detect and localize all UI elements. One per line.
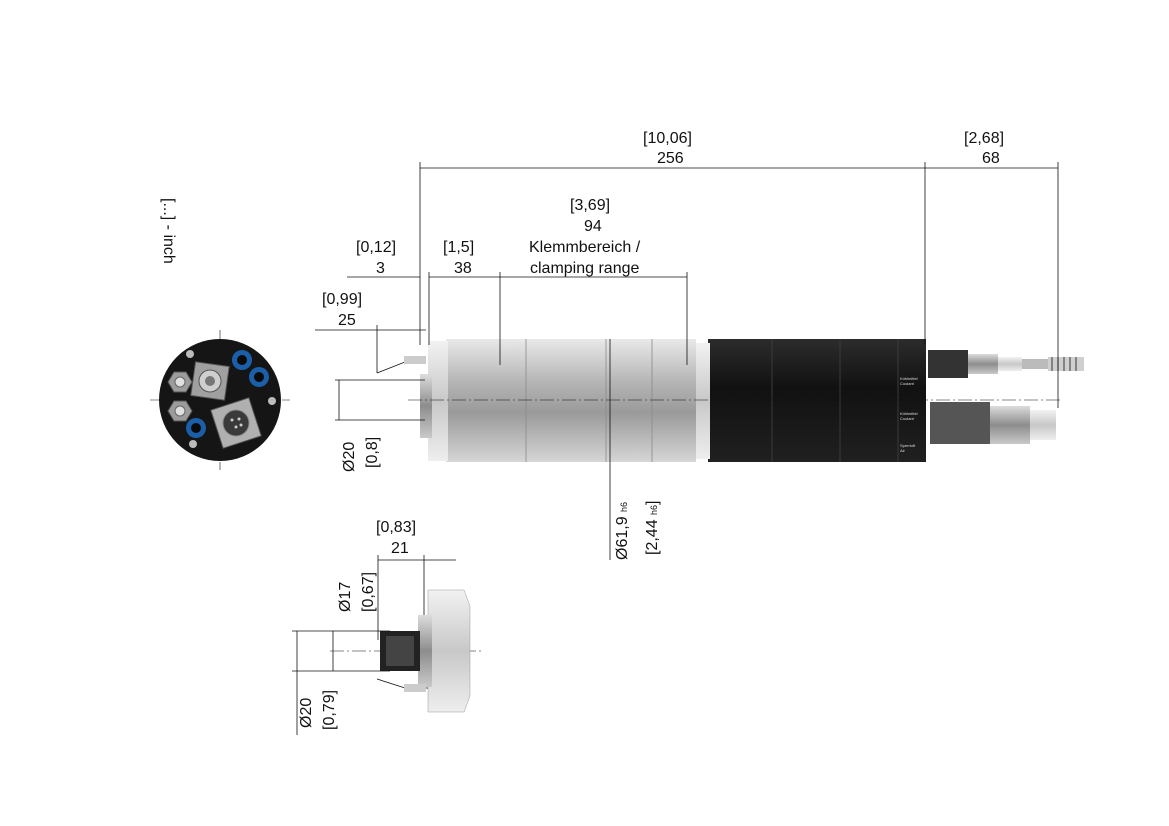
dim-collar-inch: [1,5] (443, 239, 474, 256)
screw-icon (189, 440, 197, 448)
dim-shaft-dia-inch: [0,8] (364, 437, 381, 468)
dim-side-dia-small: Ø17 (337, 582, 354, 612)
detail-flange (427, 589, 471, 713)
spring-icon (1048, 357, 1084, 371)
dim-collar-mm: 38 (454, 260, 472, 277)
front-view (150, 330, 290, 470)
dim-body-dia: Ø61,9 h6 (614, 502, 631, 560)
connector-square-icon (210, 397, 262, 449)
dim-nose-mm: 3 (376, 260, 385, 277)
dim-side-dia-small-inch: [0,67] (360, 572, 377, 612)
coolant-label: Coolant (900, 381, 915, 386)
hex-fitting-icon (167, 371, 193, 393)
dim-side-length-inch: [0,83] (376, 519, 416, 536)
connector-square-icon (190, 361, 230, 401)
dim-shaft-length-mm: 25 (338, 312, 356, 329)
motor-housing (708, 339, 926, 462)
dim-side-length-mm: 21 (391, 540, 409, 557)
clamping-label-en: clamping range (530, 260, 640, 277)
dim-clamping-mm: 94 (584, 218, 602, 235)
connector-body (928, 350, 968, 378)
dim-connector-mm: 68 (982, 150, 1000, 167)
blue-port-icon (249, 367, 269, 387)
dim-nose-inch: [0,12] (356, 239, 396, 256)
dim-body-dia-inch: [2,44 h6] (644, 500, 661, 555)
dim-overall-inch: [10,06] (643, 130, 692, 147)
inch-legend: [...] - inch (160, 198, 177, 264)
hex-fitting-icon (167, 400, 193, 422)
lower-connector (930, 402, 990, 444)
blue-port-icon (232, 350, 252, 370)
clamping-label-de: Klemmbereich / (529, 239, 641, 256)
blue-port-icon (186, 418, 206, 438)
detail-view (292, 555, 482, 735)
sensor-label: Sperrluft (900, 443, 916, 448)
coolant-label: Kühlmittel (900, 411, 918, 416)
sensor-label: Air (900, 448, 906, 453)
dim-clamping-inch: [3,69] (570, 197, 610, 214)
dim-side-dia-large-inch: [0,79] (321, 690, 338, 730)
dimension-lines (315, 162, 1059, 560)
dim-side-dia-large: Ø20 (298, 698, 315, 728)
dim-overall-mm: 256 (657, 150, 684, 167)
dim-shaft-dia: Ø20 (341, 442, 358, 472)
screw-icon (268, 397, 276, 405)
coolant-label: Coolant (900, 416, 915, 421)
side-view: Kühlmittel Coolant Kühlmittel Coolant Sp… (376, 339, 1084, 462)
coolant-label: Kühlmittel (900, 376, 918, 381)
dim-connector-inch: [2,68] (964, 130, 1004, 147)
screw-icon (186, 350, 194, 358)
spindle-nose (420, 374, 432, 438)
clamping-section (446, 339, 696, 462)
dim-shaft-length-inch: [0,99] (322, 291, 362, 308)
